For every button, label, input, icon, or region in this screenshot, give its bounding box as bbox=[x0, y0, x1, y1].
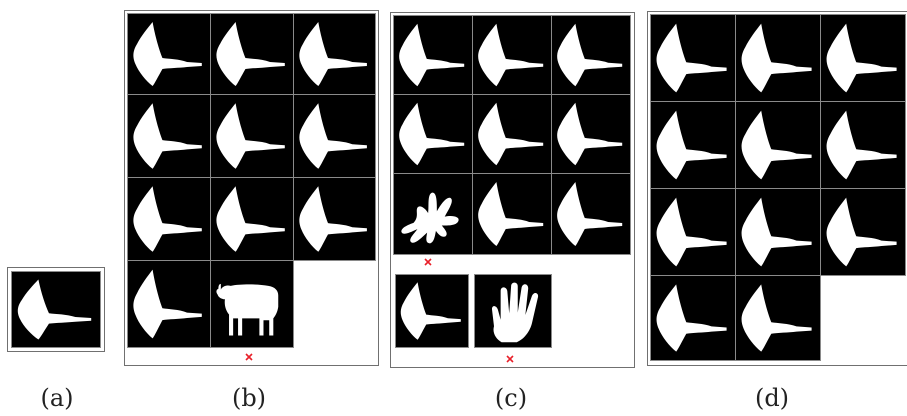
mismatch-x-icon bbox=[245, 353, 253, 361]
panel-c-tile-hand-1 bbox=[394, 174, 472, 254]
panel-d-tile-7 bbox=[651, 189, 735, 275]
panel-b-tile-6 bbox=[294, 95, 375, 177]
caption-b: (b) bbox=[232, 384, 266, 412]
panel-b-tile-7 bbox=[128, 178, 210, 260]
panel-c-tile-9 bbox=[552, 174, 630, 254]
panel-c-tile-5 bbox=[473, 95, 551, 173]
panel-d-tile-9 bbox=[821, 189, 905, 275]
panel-b-tile-10 bbox=[128, 261, 210, 347]
panel-b-tile-4 bbox=[128, 95, 210, 177]
panel-c-tile-3 bbox=[552, 16, 630, 94]
caption-c: (c) bbox=[495, 384, 527, 412]
panel-c-tile-2 bbox=[473, 16, 551, 94]
panel-b-tile-cow bbox=[211, 261, 293, 347]
panel-d-tile-10 bbox=[651, 276, 735, 360]
panel-d-tile-11 bbox=[736, 276, 820, 360]
panel-d-tile-1 bbox=[651, 15, 735, 101]
panel-b-tile-5 bbox=[211, 95, 293, 177]
panel-b-tile-9 bbox=[294, 178, 375, 260]
mismatch-x-icon bbox=[424, 258, 432, 266]
panel-d bbox=[647, 11, 907, 366]
panel-c bbox=[390, 12, 635, 368]
panel-c-tile-4 bbox=[394, 95, 472, 173]
panel-c-tile-10 bbox=[396, 275, 468, 347]
caption-d: (d) bbox=[755, 384, 789, 412]
panel-d-tile-6 bbox=[821, 102, 905, 188]
panel-b-tile-2 bbox=[211, 14, 293, 94]
panel-b-tile-8 bbox=[211, 178, 293, 260]
panel-b-tile-1 bbox=[128, 14, 210, 94]
panel-b bbox=[124, 10, 379, 366]
panel-a-tile-1 bbox=[12, 272, 100, 347]
mismatch-x-icon bbox=[506, 355, 514, 363]
panel-d-tile-5 bbox=[736, 102, 820, 188]
panel-d-tile-8 bbox=[736, 189, 820, 275]
panel-d-tile-3 bbox=[821, 15, 905, 101]
panel-d-tile-2 bbox=[736, 15, 820, 101]
panel-c-tile-1 bbox=[394, 16, 472, 94]
caption-a: (a) bbox=[40, 384, 73, 412]
panel-a bbox=[7, 267, 105, 352]
panel-c-tile-8 bbox=[473, 174, 551, 254]
panel-c-tile-6 bbox=[552, 95, 630, 173]
panel-b-tile-3 bbox=[294, 14, 375, 94]
panel-d-tile-4 bbox=[651, 102, 735, 188]
panel-c-tile-hand-2 bbox=[475, 275, 551, 347]
